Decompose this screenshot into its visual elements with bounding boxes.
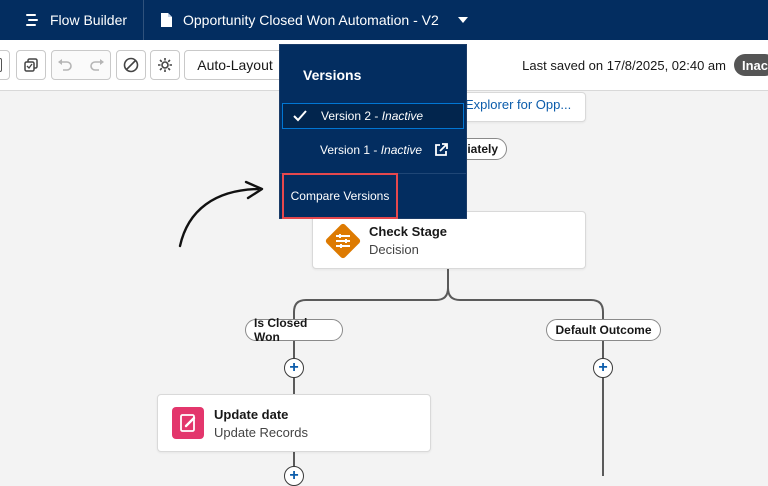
app-name: Flow Builder (50, 12, 128, 28)
branch-is-closed-won-label: Is Closed Won (254, 316, 308, 344)
add-element-button[interactable]: + (284, 358, 304, 378)
status-badge: Inac (734, 54, 768, 76)
chevron-down-icon[interactable] (457, 16, 469, 24)
auto-layout-button[interactable]: Auto-Layout (184, 50, 286, 80)
version-2-status: Inactive (381, 109, 424, 123)
version-2-item[interactable]: Version 2 - Inactive (282, 103, 464, 129)
decision-title: Check Stage (369, 224, 448, 239)
version-1-label: Version 1 - (320, 143, 381, 157)
app-title: Flow Builder (24, 0, 127, 40)
open-in-new-window-icon[interactable] (434, 143, 448, 157)
compare-versions-button[interactable]: Compare Versions (282, 173, 398, 219)
update-records-card[interactable]: Update date Update Records (157, 394, 431, 452)
auto-layout-label: Auto-Layout (197, 57, 273, 73)
add-element-button[interactable]: + (284, 466, 304, 486)
ban-icon (123, 57, 139, 73)
add-element-button[interactable]: + (593, 358, 613, 378)
copy-icon (24, 58, 38, 72)
flow-name: Opportunity Closed Won Automation - V2 (183, 12, 439, 28)
schedule-path-label: iately (467, 142, 498, 156)
header-divider (143, 0, 144, 40)
versions-dropdown: Versions Version 2 - Inactive Version 1 … (279, 44, 467, 219)
decision-card[interactable]: Check Stage Decision (312, 211, 586, 269)
version-2-label: Version 2 - (321, 109, 382, 123)
branch-default-outcome[interactable]: Default Outcome (546, 319, 661, 341)
undo-icon[interactable] (55, 57, 81, 73)
gear-icon (158, 58, 172, 72)
flow-builder-icon (26, 14, 38, 26)
start-element-link[interactable]: Explorer for Opp... (465, 97, 572, 112)
plus-icon: + (289, 467, 299, 484)
update-records-subtitle: Update Records (214, 425, 308, 440)
update-records-icon (172, 407, 204, 439)
plus-icon: + (598, 359, 608, 376)
copy-button[interactable] (16, 50, 46, 80)
version-1-item[interactable]: Version 1 - Inactive (282, 137, 464, 163)
checkmark-icon (293, 110, 307, 122)
app-header: Flow Builder Opportunity Closed Won Auto… (0, 0, 768, 40)
branch-default-outcome-label: Default Outcome (555, 323, 652, 337)
compare-versions-label: Compare Versions (290, 189, 390, 203)
flow-version-selector[interactable]: Opportunity Closed Won Automation - V2 (160, 0, 469, 40)
panel-icon (0, 58, 2, 72)
versions-heading: Versions (303, 67, 362, 83)
redo-icon[interactable] (81, 57, 107, 73)
deactivate-button[interactable] (116, 50, 146, 80)
plus-icon: + (289, 359, 299, 376)
decision-icon (325, 223, 361, 259)
last-saved-text: Last saved on 17/8/2025, 02:40 am (522, 57, 726, 73)
version-1-status: Inactive (380, 143, 423, 157)
undo-redo-group (51, 50, 111, 80)
toolbox-button[interactable] (0, 50, 10, 80)
decision-subtitle: Decision (369, 242, 419, 257)
settings-button[interactable] (150, 50, 180, 80)
branch-is-closed-won[interactable]: Is Closed Won (245, 316, 343, 344)
document-icon (161, 13, 172, 27)
update-records-title: Update date (214, 407, 289, 422)
